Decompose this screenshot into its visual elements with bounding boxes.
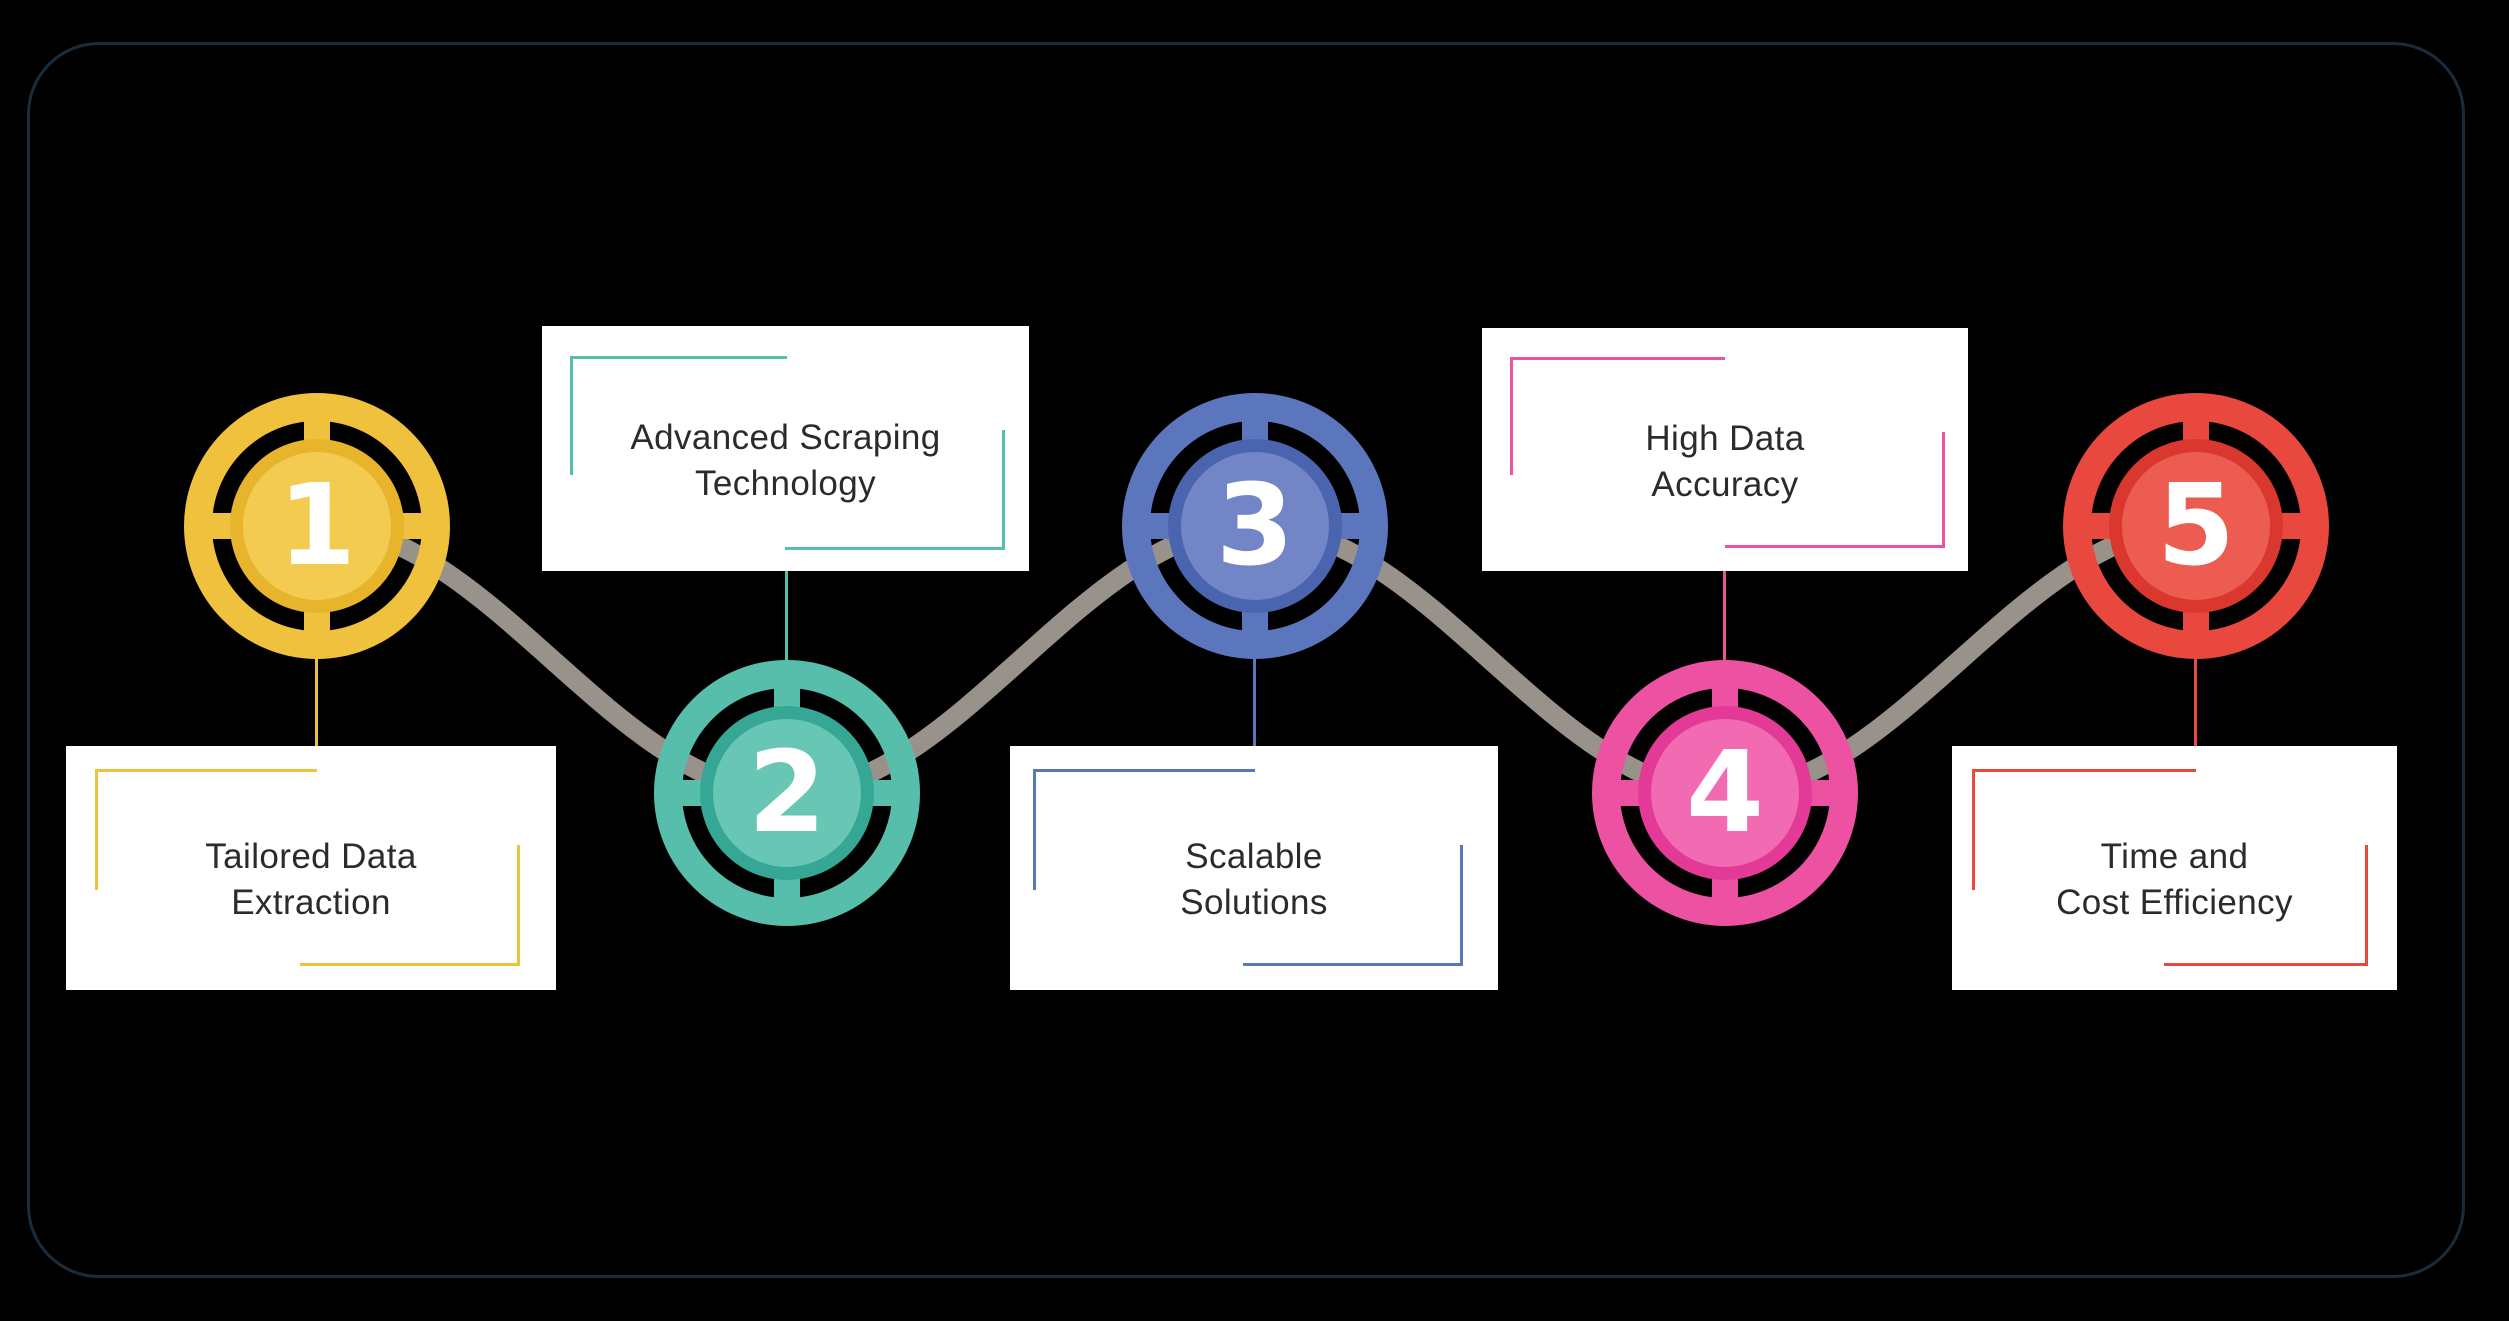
frame-border (27, 42, 2465, 1278)
connector-wave (316, 515, 2197, 804)
